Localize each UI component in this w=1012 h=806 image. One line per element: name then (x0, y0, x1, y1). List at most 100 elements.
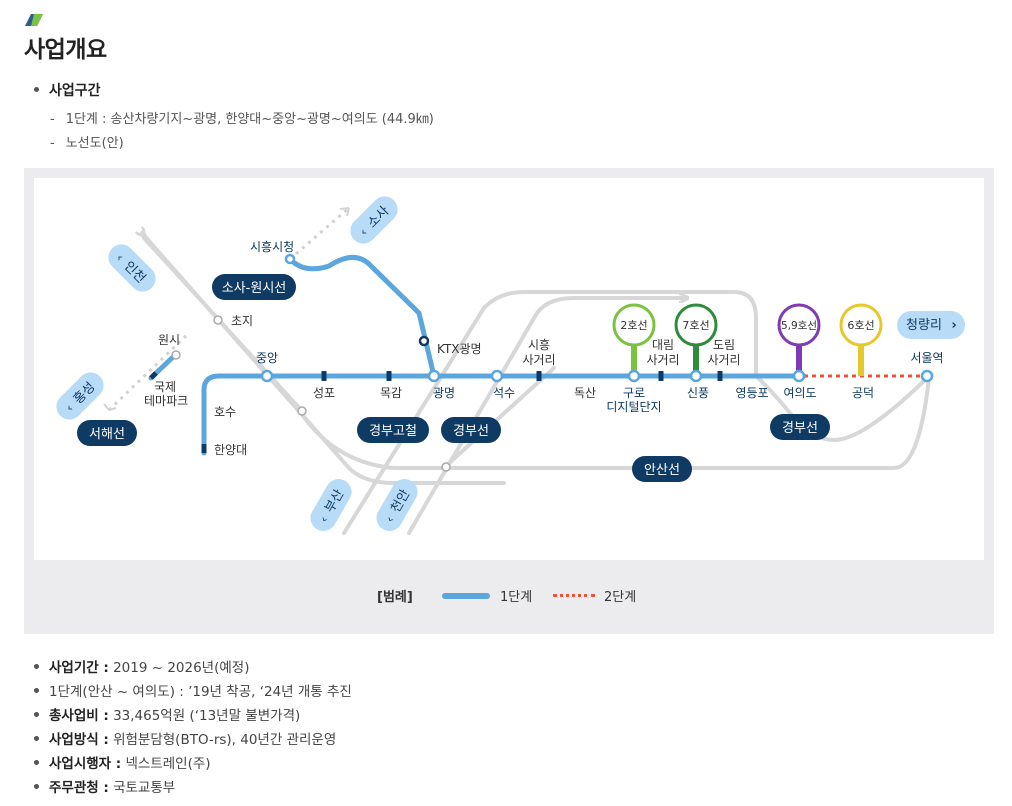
station-hoso: 호수 (214, 405, 236, 419)
badge-seohae: 서해선 (77, 420, 137, 446)
badge-sosa-wonsi: 소사-원시선 (212, 274, 296, 300)
direction-incheon: 인천 ‹ (108, 244, 156, 292)
station-theme-park-2: 테마파크 (144, 394, 188, 408)
svg-text:›: › (951, 318, 956, 333)
svg-text:경부선: 경부선 (782, 421, 818, 436)
route-map-panel: 2호선 7호선 5,9호선 6호선 (24, 168, 994, 634)
station-yeongdeungpo: 영등포 (735, 386, 768, 400)
transfer-line6: 6호선 (839, 303, 883, 347)
station-dorim-2: 사거리 (707, 353, 740, 367)
legend-stage2-swatch (553, 594, 595, 597)
transfer-line2-label: 2호선 (620, 319, 647, 332)
station-guro-1: 구로 (623, 386, 645, 400)
station-jungang: 중앙 (256, 351, 278, 365)
bullet-icon (34, 86, 39, 92)
legend-stage1-label: 1단계 (500, 590, 533, 605)
direction-cheonan: 천안 ‹ (376, 479, 418, 531)
svg-text:청량리: 청량리 (906, 318, 942, 333)
station-gwangmyeong: 광명 (433, 386, 455, 400)
info-cost: 총사업비 : 33,465억원 (‘13년말 불변가격) (34, 704, 352, 728)
info-label: 총사업비 : (49, 708, 109, 724)
info-operator: 사업시행자 : 넥스트레인(주) (34, 752, 352, 776)
bullet-icon (34, 759, 39, 765)
station-hanyangdae: 한양대 (214, 443, 247, 457)
station-labels: 시흥시청 초지 원시 국제 테마파크 호수 한양대 중앙 성포 목감 광명 KT… (144, 240, 944, 457)
svg-text:소사-원시선: 소사-원시선 (222, 281, 287, 296)
station-daerim-2: 사거리 (646, 353, 679, 367)
station-siheung-crossroad-1: 시흥 (528, 338, 550, 352)
transfer-line6-label: 6호선 (847, 319, 874, 332)
grey-nodes (171, 315, 451, 472)
info-label: 주무관청 : (49, 780, 109, 796)
seohae-dotted (107, 206, 350, 412)
section-item-text: 노선도(안) (65, 136, 124, 151)
transfer-line59: 5,9호선 (777, 303, 821, 347)
transfer-line59-label: 5,9호선 (781, 320, 817, 332)
logo-mark-icon (25, 14, 43, 26)
map-legend: [범례] 1단계 2단계 (24, 560, 994, 634)
route-map-svg: 2호선 7호선 5,9호선 6호선 (56, 196, 965, 535)
svg-text:‹: ‹ (383, 514, 398, 525)
station-seoksu: 석수 (493, 386, 515, 400)
bullet-icon (34, 711, 39, 717)
station-sinpung: 신풍 (687, 386, 709, 400)
section-item-text: 1단계 : 송산차량기지~광명, 한양대~중앙~광명~여의도 (44.9㎞) (65, 112, 434, 127)
station-yeouido: 여의도 (783, 386, 816, 400)
badge-gyeongbu-2: 경부선 (770, 414, 830, 440)
info-value: 국토교통부 (108, 780, 176, 796)
legend-stage1-swatch (442, 593, 490, 599)
station-nodes (260, 253, 934, 383)
bullet-icon (34, 663, 39, 669)
station-wonsi: 원시 (158, 333, 180, 347)
station-doksan: 독산 (574, 386, 596, 400)
ktx-node (418, 335, 430, 347)
direction-sosa: 소사 ‹ (350, 196, 398, 244)
info-label: 사업방식 : (49, 732, 109, 748)
station-seongpo: 성포 (313, 386, 335, 400)
section-heading: 사업구간 (34, 80, 101, 100)
badge-ansan: 안산선 (632, 456, 692, 482)
info-method: 사업방식 : 위험분담형(BTO-rs), 40년간 관리운영 (34, 728, 352, 752)
station-daerim-1: 대림 (652, 338, 674, 352)
section-heading-label: 사업구간 (49, 83, 101, 99)
info-value: 33,465억원 (‘13년말 불변가격) (108, 708, 301, 724)
route-map: 2호선 7호선 5,9호선 6호선 (34, 178, 984, 560)
info-authority: 주무관청 : 국토교통부 (34, 776, 352, 800)
bullet-icon (34, 687, 39, 693)
page-title: 사업개요 (24, 37, 107, 63)
svg-text:‹: ‹ (317, 514, 332, 525)
info-value: 2019 ~ 2026년(예정) (108, 660, 250, 676)
station-guro-2: 디지털단지 (606, 400, 661, 414)
info-period: 사업기간 : 2019 ~ 2026년(예정) (34, 656, 352, 680)
transfer-line2: 2호선 (612, 303, 656, 347)
svg-text:안산선: 안산선 (644, 463, 680, 478)
direction-cheongnyangni: 청량리 › (897, 311, 965, 339)
section-item: -1단계 : 송산차량기지~광명, 한양대~중앙~광명~여의도 (44.9㎞) (50, 112, 434, 127)
station-choji: 초지 (231, 314, 253, 328)
station-siheung-crossroad-2: 사거리 (522, 353, 555, 367)
station-dorim-1: 도림 (713, 338, 735, 352)
direction-hongseong: 홍성 ‹ (56, 372, 104, 420)
transfer-line7-label: 7호선 (682, 319, 709, 332)
svg-text:서해선: 서해선 (89, 427, 125, 442)
badge-gyeongbu-1: 경부선 (441, 417, 501, 443)
station-ktx: KTX광명 (437, 342, 482, 356)
bullet-icon (34, 783, 39, 789)
info-label: 사업시행자 : (49, 756, 122, 772)
badge-gyeongbu-high-speed: 경부고철 (357, 417, 429, 443)
station-mokgam: 목감 (380, 386, 402, 400)
bullet-icon (34, 735, 39, 741)
station-theme-park-1: 국제 (154, 380, 176, 394)
legend-stage2-label: 2단계 (604, 590, 637, 605)
info-value: 넥스트레인(주) (121, 756, 211, 772)
legend-title: [범례] (377, 590, 413, 605)
info-value: 위험분담형(BTO-rs), 40년간 관리운영 (108, 732, 337, 748)
section-item: -노선도(안) (50, 136, 124, 151)
info-stage1: 1단계(안산 ~ 여의도) : ’19년 착공, ‘24년 개통 추진 (34, 680, 352, 704)
station-seoul: 서울역 (910, 351, 943, 365)
station-siheung-city-hall: 시흥시청 (250, 240, 294, 254)
svg-text:경부선: 경부선 (453, 424, 489, 439)
svg-text:경부고철: 경부고철 (369, 424, 417, 439)
terminal-ticks (149, 371, 723, 453)
station-gongdeok: 공덕 (852, 386, 874, 400)
